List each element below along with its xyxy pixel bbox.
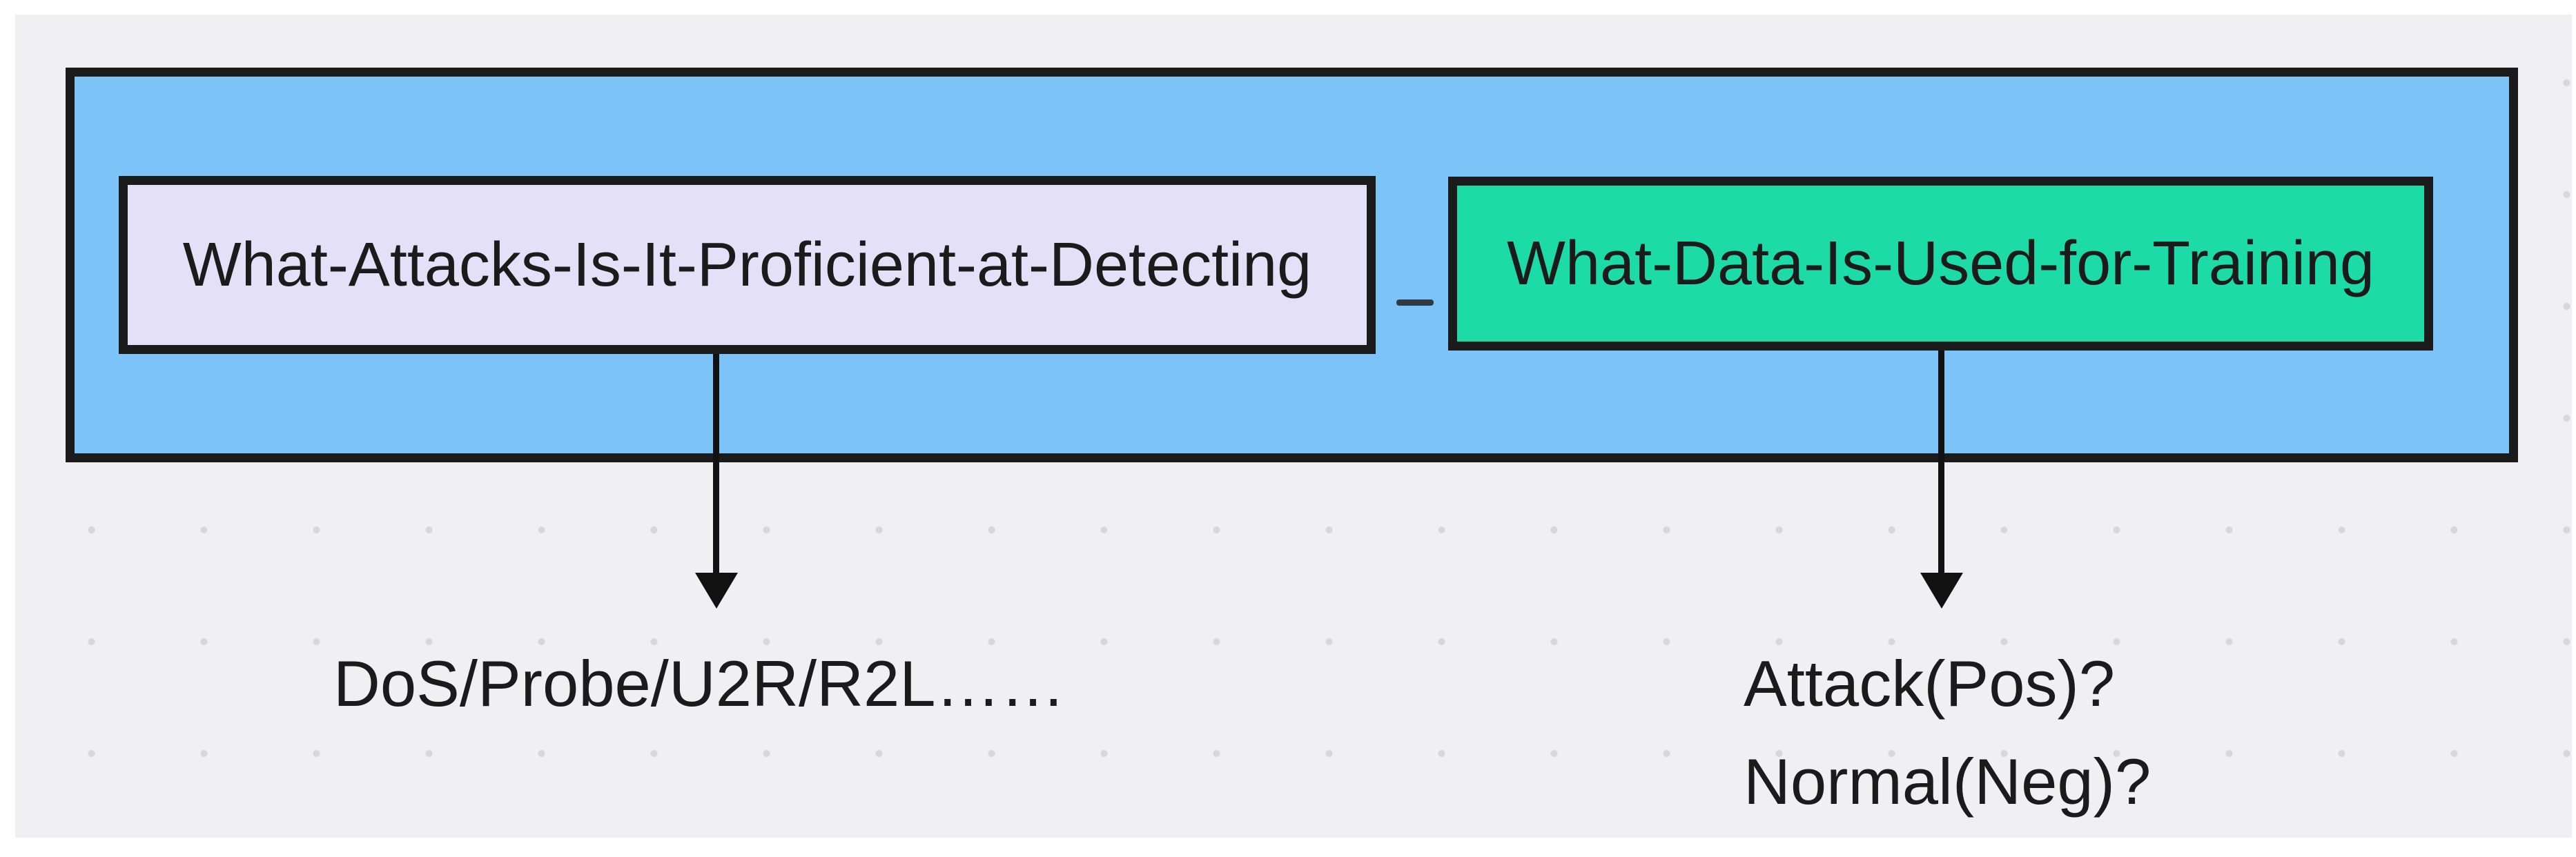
dotted-grid-canvas: What-Attacks-Is-It-Proficient-at-Detecti…: [15, 14, 2572, 838]
outer-container-box: What-Attacks-Is-It-Proficient-at-Detecti…: [66, 68, 2518, 462]
training-data-label: What-Data-Is-Used-for-Training: [1507, 228, 2374, 298]
dash-connector: [1396, 299, 1434, 306]
attack-types-annotation: DoS/Probe/U2R/R2L……: [333, 647, 1066, 720]
attacks-proficiency-node: What-Attacks-Is-It-Proficient-at-Detecti…: [119, 176, 1376, 354]
arrow-head: [1920, 573, 1963, 609]
annotation-line-normal-neg: Normal(Neg)?: [1744, 745, 2151, 818]
attacks-proficiency-label: What-Attacks-Is-It-Proficient-at-Detecti…: [182, 230, 1312, 299]
arrow-head: [695, 573, 738, 609]
annotation-line-attack-pos: Attack(Pos)?: [1744, 647, 2116, 720]
arrow-shaft: [713, 354, 719, 578]
training-data-node: What-Data-Is-Used-for-Training: [1448, 177, 2433, 351]
training-labels-annotation: Attack(Pos)? Normal(Neg)?: [1744, 635, 2151, 831]
arrow-shaft: [1938, 351, 1944, 575]
